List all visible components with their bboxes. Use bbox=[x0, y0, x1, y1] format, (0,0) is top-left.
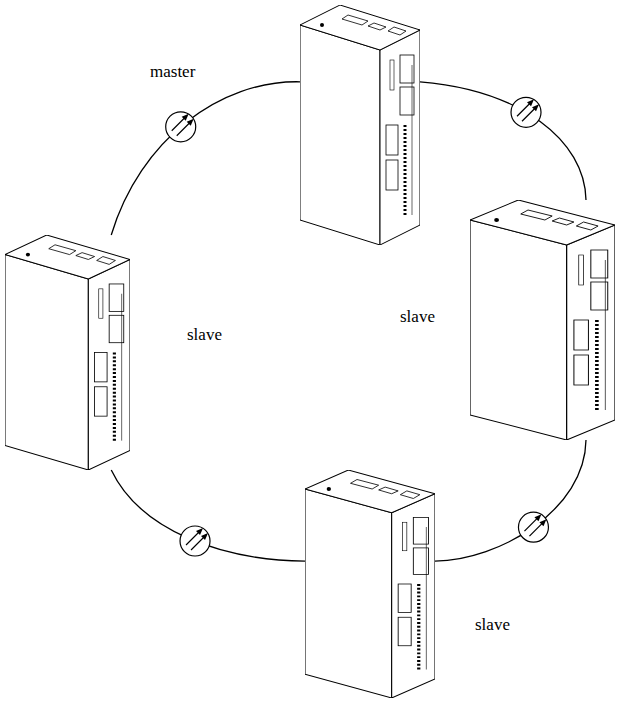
drive-illustration bbox=[305, 470, 435, 698]
ring-link bbox=[111, 470, 305, 561]
drive-illustration bbox=[470, 200, 615, 440]
link-symbol bbox=[518, 512, 548, 542]
ring-link bbox=[420, 82, 586, 200]
link-symbol bbox=[511, 97, 541, 127]
role-label: slave bbox=[400, 307, 435, 327]
ring-link bbox=[111, 82, 300, 235]
drive-illustration bbox=[300, 5, 420, 245]
servo-drive: slave bbox=[305, 470, 435, 698]
link-symbol bbox=[166, 112, 196, 142]
link-symbol bbox=[180, 526, 210, 556]
servo-drive: master bbox=[300, 5, 420, 245]
servo-drive: slave bbox=[470, 200, 615, 440]
role-label: slave bbox=[475, 615, 510, 635]
drive-illustration bbox=[5, 235, 130, 470]
role-label: master bbox=[150, 62, 195, 82]
role-label: slave bbox=[187, 325, 222, 345]
ring-link bbox=[435, 440, 586, 561]
servo-drive: slave bbox=[5, 235, 130, 470]
